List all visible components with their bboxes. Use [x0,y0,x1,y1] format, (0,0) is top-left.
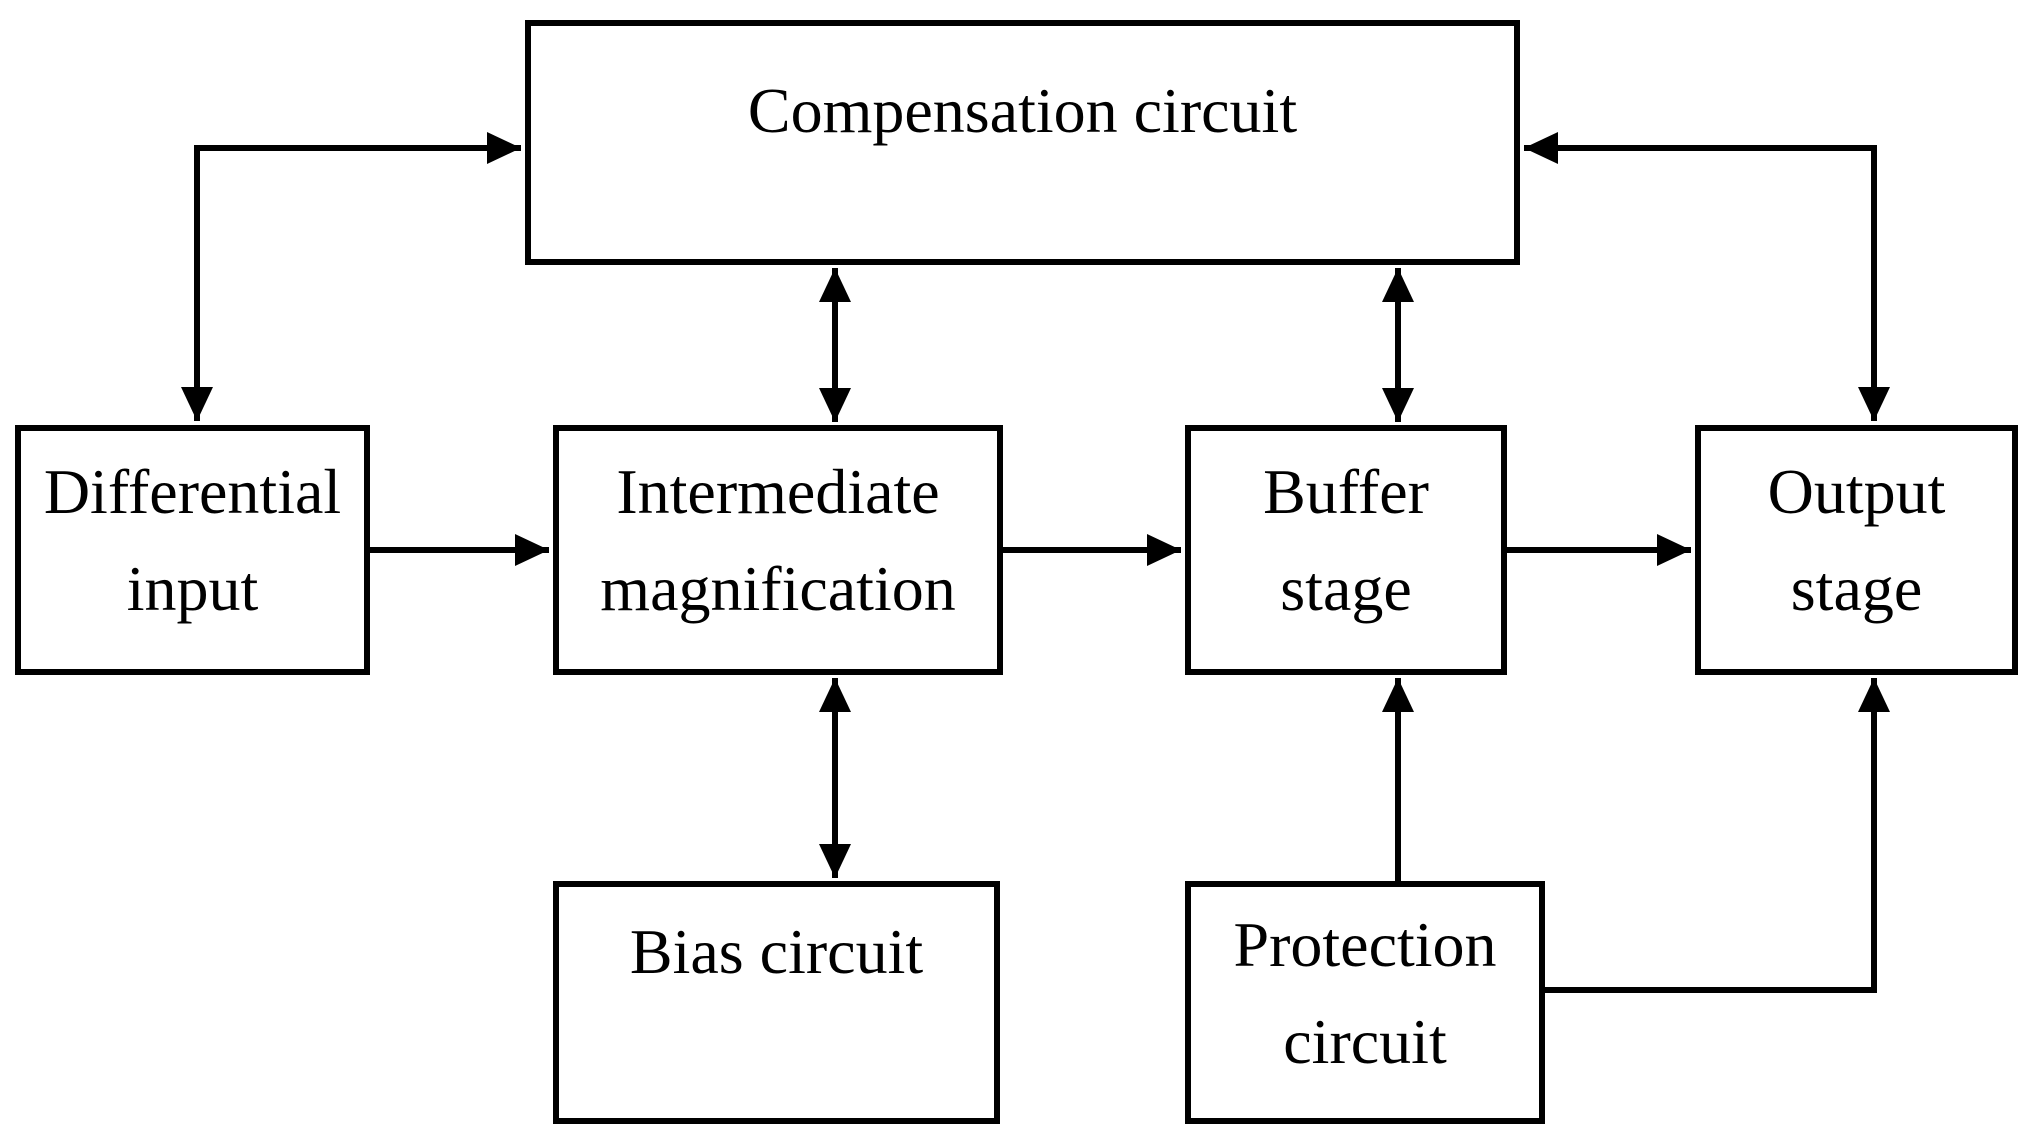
output-stage-label-line2: stage [1790,553,1923,624]
protection-circuit-label-line1: Protection [1233,908,1497,980]
protection-circuit-box: Protection circuit [1185,881,1545,1124]
bias-circuit-box: Bias circuit [553,881,1000,1124]
intermediate-magnification-label-line2: magnification [600,553,956,624]
differential-input-box: Differential input [15,425,370,675]
intermediate-magnification-box: Intermediate magnification [553,425,1003,675]
differential-input-label-line2: input [126,553,259,624]
buffer-stage-box: Buffer stage [1185,425,1507,675]
compensation-circuit-label: Compensation circuit [747,74,1298,146]
bias-circuit-label: Bias circuit [629,916,924,987]
buffer-stage-label-line2: stage [1280,553,1412,624]
compensation-circuit-box: Compensation circuit [525,20,1520,265]
arrow-protection-output [1542,678,1890,993]
output-stage-box: Output stage [1695,425,2018,675]
protection-circuit-label-line2: circuit [1283,1005,1447,1077]
arrow-differential-compensation [181,132,521,421]
differential-input-label-line1: Differential [43,456,342,527]
arrow-output-compensation [1524,132,1890,421]
intermediate-magnification-label-line1: Intermediate [616,456,940,527]
output-stage-label-line1: Output [1767,456,1946,527]
buffer-stage-label-line1: Buffer [1263,456,1429,527]
